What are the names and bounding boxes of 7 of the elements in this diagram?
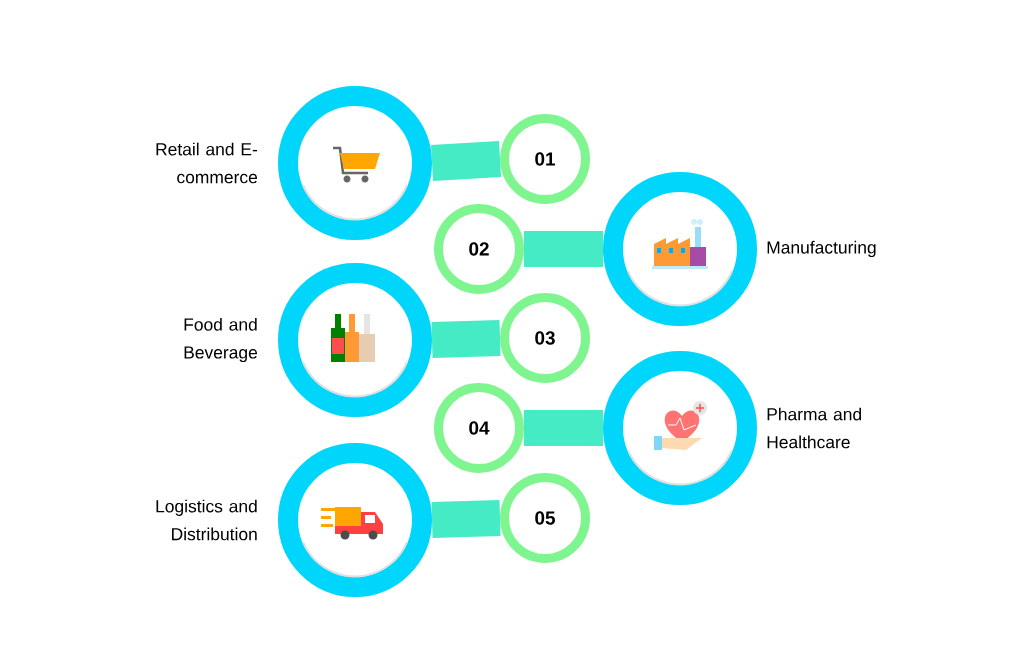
industry-label: Retail and E-commerce — [156, 142, 258, 184]
connector-band — [431, 500, 501, 538]
industry-label: Food and Beverage — [184, 317, 257, 363]
connector-band — [430, 141, 502, 181]
industry-label: Manufacturing — [767, 240, 876, 258]
industry-label: Logistics and Distribution — [156, 499, 257, 541]
industry-label: Pharma and Healthcare — [767, 407, 861, 449]
